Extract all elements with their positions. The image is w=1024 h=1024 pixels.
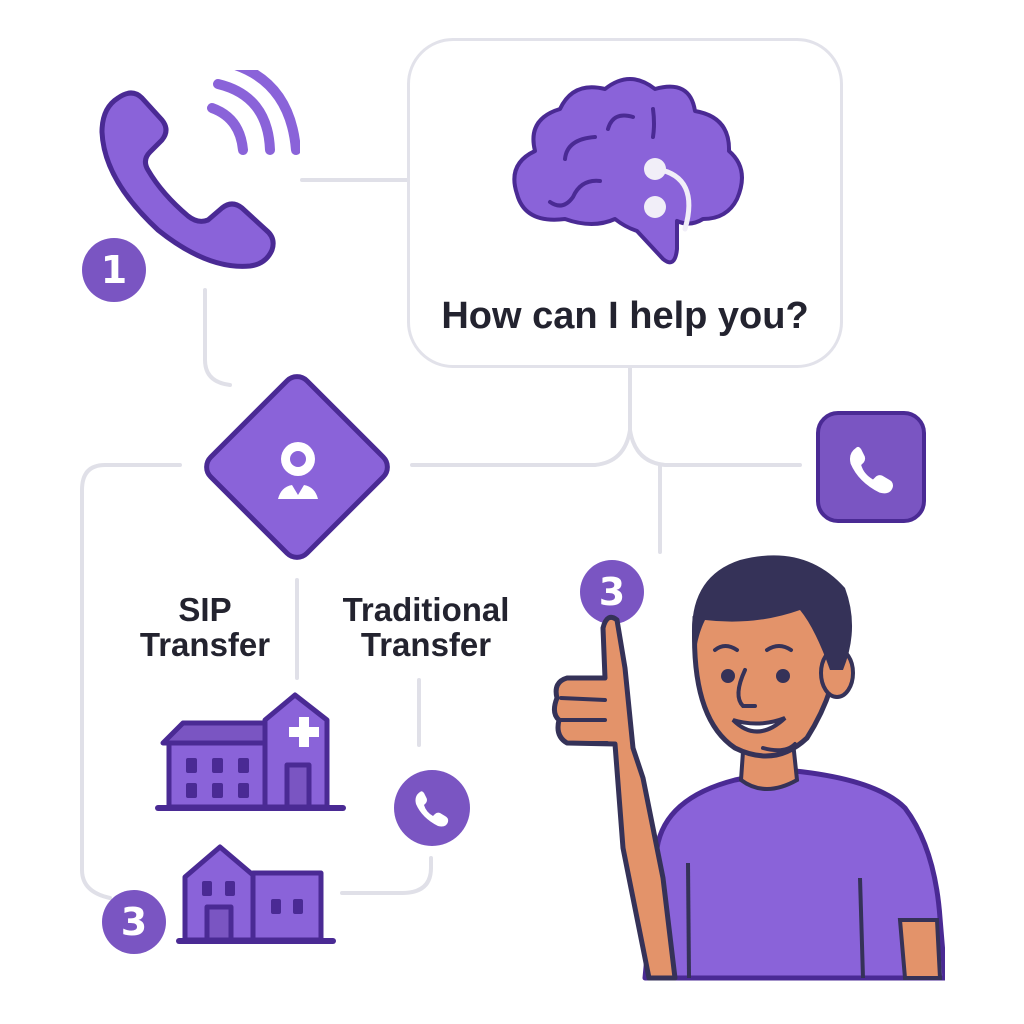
step-badge-3-left: 3 [102, 890, 166, 954]
routing-node[interactable] [187, 357, 407, 577]
brain-chat-icon [512, 77, 744, 265]
ai-greeting-text: How can I help you? [441, 295, 809, 337]
step-badge-3-right: 3 [580, 560, 644, 624]
location-pin-person-icon [278, 442, 318, 499]
hospital-icon [155, 692, 346, 811]
phone-square-node[interactable] [816, 411, 926, 523]
phone-square-icon [849, 446, 893, 494]
traditional-transfer-label: Traditional Transfer [328, 591, 524, 663]
clinic-node[interactable] [175, 835, 340, 947]
caller-person [545, 548, 948, 988]
sip-transfer-label: SIP Transfer [130, 591, 280, 663]
house-building-icon [176, 844, 336, 944]
phone-circle-icon [415, 791, 449, 827]
person-thumbs-up-icon [551, 555, 948, 981]
sip-label-line1: SIP [178, 591, 232, 628]
phone-circle-node[interactable] [394, 770, 470, 846]
traditional-label-line1: Traditional [342, 591, 510, 628]
step-badge-1: 1 [82, 238, 146, 302]
traditional-label-line2: Transfer [360, 625, 492, 663]
sip-label-line2: Transfer [139, 625, 271, 663]
hospital-node[interactable] [155, 685, 350, 815]
ai-assistant-card[interactable]: How can I help you? [407, 38, 843, 368]
